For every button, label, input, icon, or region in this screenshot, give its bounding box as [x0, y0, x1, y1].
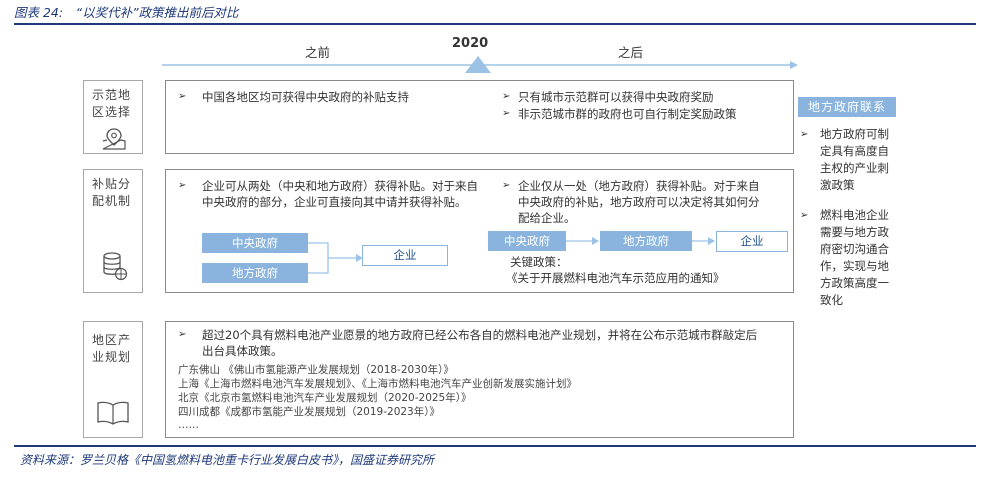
plan-item: 北京《北京市氢燃料电池汽车产业发展规划（2020-2025年）》 [178, 392, 472, 404]
enterprise-box: 企业 [362, 245, 448, 266]
row-label-box: 地区产业规划 [83, 321, 143, 438]
row-label: 补贴分配机制 [92, 177, 132, 208]
timeline-arrow [162, 56, 798, 73]
flow-connector [308, 242, 363, 274]
key-policy: 《关于开展燃料电池汽车示范应用的通知》 [506, 271, 725, 285]
after-item: ➢非示范城市群的政府也可自行制定奖励政策 [502, 107, 737, 121]
database-icon [103, 252, 128, 281]
row-label-box: 补贴分配机制 [83, 169, 143, 293]
year-marker [465, 56, 491, 73]
flow-arrow [566, 237, 599, 245]
row-content-box: ➢企业可从两处（中央和地方政府）获得补贴。对于来自中央政府的部分，企业可直接向其… [165, 169, 794, 293]
after-label: 之后 [618, 45, 644, 60]
source-note: 资料来源：罗兰贝格《中国氢燃料电池重卡行业发展白皮书》，国盛证券研究所 [20, 453, 435, 467]
plan-item: 上海《上海市燃料电池汽车发展规划》、《上海市燃料电池汽车产业创新发展实施计划》 [178, 378, 577, 390]
before-text: ➢中国各地区均可获得中央政府的补贴支持 [178, 90, 409, 104]
summary-text: ➢超过20个具有燃料电池产业愿景的地方政府已经公布各自的燃料电池产业规划，并将在… [178, 328, 758, 358]
plan-item: 四川成都《成都市氢能产业发展规划（2019-2023年）》 [178, 406, 440, 418]
right-panel-point: ➢燃料电池企业需要与地方政府密切沟通合作，实现与地方政策高度一致化 [800, 208, 889, 307]
after-text: ➢企业仅从一处（地方政府）获得补贴。对于来自中央政府的补贴，地方政府可以决定将其… [502, 179, 760, 225]
central-gov-box: 中央政府 [488, 231, 566, 251]
book-icon [97, 401, 129, 425]
after-item: ➢只有城市示范群可以获得中央政府奖励 [502, 90, 714, 104]
right-panel-title: 地方政府联系 [798, 97, 896, 117]
before-text: ➢企业可从两处（中央和地方政府）获得补贴。对于来自中央政府的部分，企业可直接向其… [178, 179, 478, 209]
row-label: 地区产业规划 [92, 333, 132, 364]
bottom-divider [14, 445, 976, 447]
central-gov-box: 中央政府 [202, 233, 308, 253]
row-content-box: ➢中国各地区均可获得中央政府的补贴支持 ➢只有城市示范群可以获得中央政府奖励 ➢… [165, 80, 794, 154]
plan-item: …… [178, 419, 199, 431]
row-content-box: ➢超过20个具有燃料电池产业愿景的地方政府已经公布各自的燃料电池产业规划，并将在… [165, 321, 794, 438]
key-policy-label: 关键政策： [510, 255, 568, 269]
row-label-box: 示范地区选择 [83, 80, 143, 154]
before-label: 之前 [305, 45, 331, 60]
enterprise-box: 企业 [716, 231, 788, 252]
year-label: 2020 [452, 36, 489, 51]
local-gov-box: 地方政府 [202, 263, 308, 283]
right-panel-point: ➢地方政府可制定具有高度自主权的产业刺激政策 [800, 127, 889, 192]
figure-title: 图表 24: “以奖代补”政策推出前后对比 [14, 5, 239, 20]
flow-arrow [692, 237, 715, 245]
top-divider [14, 23, 976, 25]
plan-item: 广东佛山 《佛山市氢能源产业发展规划（2018-2030年）》 [178, 364, 454, 376]
row-label: 示范地区选择 [92, 88, 132, 119]
local-gov-box: 地方政府 [600, 231, 692, 251]
map-pin-icon [102, 128, 126, 150]
